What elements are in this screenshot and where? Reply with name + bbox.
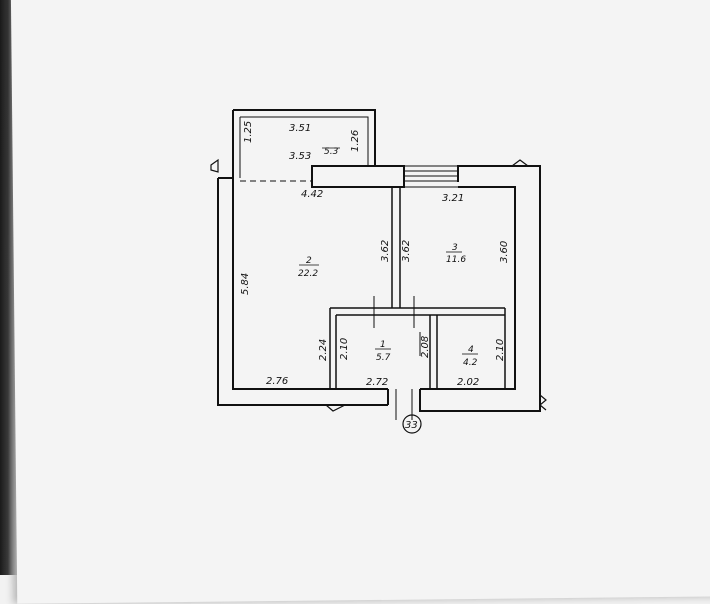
axis-marker-label: 33 <box>405 420 418 431</box>
axis-marker-circle <box>402 414 422 434</box>
wall-break-left <box>210 158 219 173</box>
dim-room2-left: 5.84 <box>240 273 251 295</box>
dim-hall-right: 2.08 <box>420 336 431 358</box>
room-2-label: 2 22.2 <box>298 256 319 279</box>
dim-hall-left-outer: 2.24 <box>318 339 329 361</box>
room-4-label: 4 4.2 <box>462 345 478 368</box>
dim-room2-right: 3.62 <box>380 240 391 262</box>
top-wall-segment <box>311 165 405 188</box>
room-1-label: 1 5.7 <box>375 340 391 363</box>
dim-room2-top: 4.42 <box>301 189 323 200</box>
dim-hall-bottom: 2.72 <box>366 377 388 388</box>
balcony-area-label: 5.3 <box>322 147 340 157</box>
partition-hall-top <box>330 307 505 316</box>
dim-balcony-inner: 3.53 <box>289 151 311 162</box>
window-opening <box>404 165 458 188</box>
outer-wall-right <box>419 165 541 412</box>
svg-text:5.7: 5.7 <box>376 353 391 363</box>
balcony-inner <box>240 116 369 166</box>
svg-text:11.6: 11.6 <box>446 255 466 265</box>
wall-break-bottom-right <box>539 394 547 411</box>
inner-wall-left-bottom <box>232 178 388 390</box>
svg-text:3: 3 <box>452 243 458 253</box>
svg-text:1: 1 <box>380 340 386 350</box>
dim-hall-left: 2.10 <box>339 338 350 360</box>
dim-room3-left: 3.62 <box>401 240 412 262</box>
svg-text:22.2: 22.2 <box>298 269 318 279</box>
door-markers <box>373 296 421 356</box>
partition-hall-left <box>329 308 337 389</box>
wall-break-top-right <box>511 159 529 167</box>
wall-break-bottom <box>325 404 346 412</box>
dim-bath-bottom: 2.02 <box>457 377 479 388</box>
svg-text:4.2: 4.2 <box>463 358 478 368</box>
dim-room2-bottom: 2.76 <box>266 376 288 387</box>
dim-room3-right: 3.60 <box>499 241 510 263</box>
floor-plan-drawing: 33 1 5.7 2 22.2 3 11.6 4 4.2 5.3 3.51 3.… <box>210 109 547 434</box>
svg-text:2: 2 <box>306 256 312 266</box>
dim-room3-top: 3.21 <box>442 193 464 204</box>
dim-balcony-left: 1.25 <box>243 121 254 143</box>
dim-balcony-top: 3.51 <box>289 123 311 134</box>
outer-wall-left-bottom <box>217 178 388 406</box>
room-3-label: 3 11.6 <box>446 243 466 265</box>
inner-wall-right <box>420 186 516 390</box>
partition-bath <box>429 315 438 389</box>
partition-2-3 <box>391 187 401 308</box>
svg-text:4: 4 <box>468 345 474 355</box>
dim-bath-right: 2.10 <box>495 339 506 361</box>
floor-plan-photo: 33 1 5.7 2 22.2 3 11.6 4 4.2 5.3 3.51 3.… <box>0 0 710 575</box>
balcony-outer <box>233 109 376 166</box>
svg-text:5.3: 5.3 <box>324 147 339 157</box>
dim-balcony-right: 1.26 <box>350 130 361 152</box>
